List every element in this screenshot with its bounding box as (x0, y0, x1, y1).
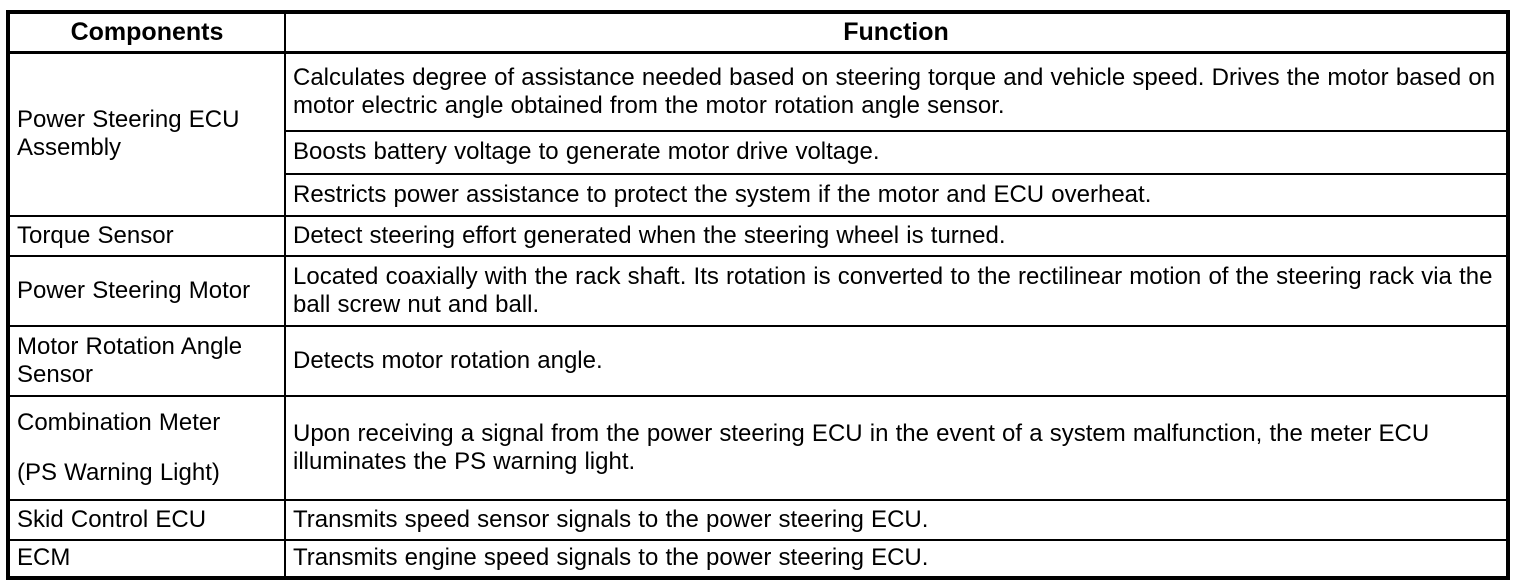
component-cell-motor-rotation-angle-sensor: Motor Rotation Angle Sensor (7, 324, 286, 397)
function-cell: Calculates degree of assistance needed b… (284, 51, 1509, 132)
components-function-table: Components Function Power Steering ECU A… (6, 10, 1510, 580)
function-cell: Boosts battery voltage to generate motor… (284, 129, 1509, 175)
table-row: Power Steering Motor Located coaxially w… (7, 254, 1509, 327)
table-row: Boosts battery voltage to generate motor… (8, 129, 1509, 175)
table-row: Combination Meter (PS Warning Light) Upo… (7, 394, 1509, 501)
function-cell: Upon receiving a signal from the power s… (284, 394, 1509, 501)
component-cell-torque-sensor: Torque Sensor (7, 214, 286, 257)
table-row: Skid Control ECU Transmits speed sensor … (7, 498, 1509, 541)
blank-line (17, 437, 276, 459)
function-cell: Transmits engine speed signals to the po… (284, 538, 1509, 579)
table-row: Motor Rotation Angle Sensor Detects moto… (7, 324, 1509, 397)
component-cell-power-steering-motor: Power Steering Motor (7, 254, 286, 327)
component-note: (PS Warning Light) (17, 458, 220, 486)
table-row: Torque Sensor Detect steering effort gen… (7, 214, 1509, 257)
component-cell-skid-control-ecu: Skid Control ECU (7, 498, 286, 541)
header-components: Components (7, 11, 286, 54)
function-cell: Detects motor rotation angle. (284, 324, 1509, 397)
header-function: Function (284, 11, 1509, 54)
component-cell-combination-meter: Combination Meter (PS Warning Light) (7, 394, 286, 501)
component-name: Combination Meter (17, 408, 221, 436)
table-row: Restricts power assistance to protect th… (8, 172, 1509, 217)
component-cell-ecm: ECM (7, 538, 286, 579)
table-row: ECM Transmits engine speed signals to th… (7, 538, 1509, 579)
function-cell: Located coaxially with the rack shaft. I… (284, 254, 1509, 327)
table-row: Power Steering ECU Assembly Calculates d… (7, 51, 1509, 217)
function-cell: Transmits speed sensor signals to the po… (284, 498, 1509, 541)
component-cell-power-steering-ecu: Power Steering ECU Assembly (7, 51, 286, 217)
header-row: Components Function (7, 11, 1509, 54)
function-cell: Detect steering effort generated when th… (284, 214, 1509, 257)
function-cell: Restricts power assistance to protect th… (284, 172, 1509, 217)
